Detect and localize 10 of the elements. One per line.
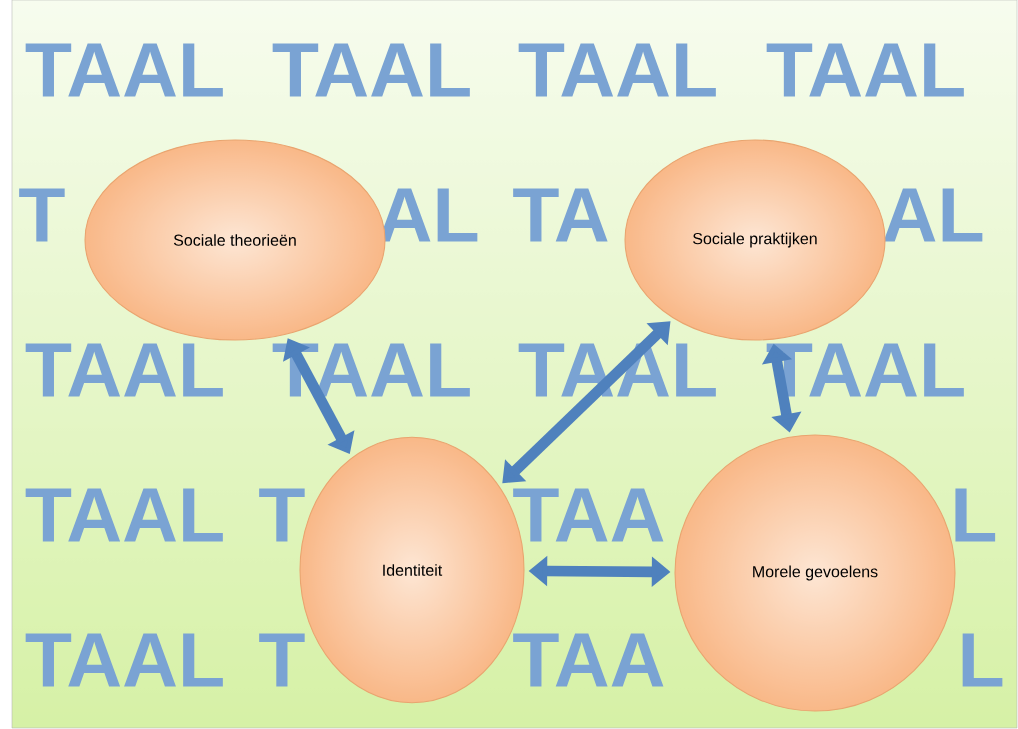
background-word: TAAL <box>25 43 223 97</box>
background-word: AL <box>883 188 983 242</box>
background-word: L <box>955 488 996 542</box>
background-word: TA <box>513 188 608 242</box>
background-word: TAAL <box>25 343 223 397</box>
background-word: TAAL <box>25 633 223 687</box>
background-word: TAAL <box>766 43 964 97</box>
background-word: TAAL <box>272 43 470 97</box>
background-word: TAAL <box>25 488 223 542</box>
background-word: TAAL <box>518 43 716 97</box>
